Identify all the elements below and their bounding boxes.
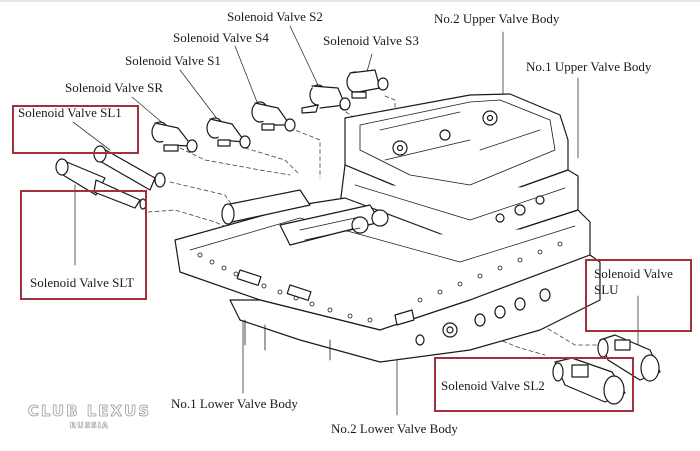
- label-no1-lower-valve-body: No.1 Lower Valve Body: [171, 396, 298, 411]
- label-solenoid-valve-s4: Solenoid Valve S4: [173, 30, 269, 45]
- label-no2-lower-valve-body: No.2 Lower Valve Body: [331, 421, 458, 436]
- label-no2-upper-valve-body: No.2 Upper Valve Body: [434, 11, 560, 26]
- label-solenoid-valve-sl2: Solenoid Valve SL2: [441, 378, 545, 393]
- highlight-box-slt: [20, 190, 147, 300]
- solenoid-slt-part: [55, 158, 147, 210]
- top-border: [0, 0, 700, 2]
- solenoid-sl1-part: [93, 145, 166, 191]
- watermark-title: CLUB LEXUS: [27, 402, 152, 421]
- label-solenoid-valve-sr: Solenoid Valve SR: [65, 80, 163, 95]
- label-solenoid-valve-s2: Solenoid Valve S2: [227, 9, 323, 24]
- club-lexus-watermark: CLUB LEXUS RUSSIA: [22, 402, 157, 431]
- solenoid-sr-part: [151, 121, 198, 153]
- label-solenoid-valve-s3: Solenoid Valve S3: [323, 33, 419, 48]
- label-solenoid-valve-slu-line2: SLU: [594, 282, 619, 297]
- solenoid-s3-part: [346, 69, 389, 99]
- watermark-subtitle: RUSSIA: [70, 421, 109, 431]
- no1-lower-valve-body: [174, 189, 591, 331]
- highlight-box-sl1: [12, 105, 139, 154]
- solenoid-sl2-part: [552, 357, 626, 405]
- solenoid-s1-part: [206, 117, 251, 149]
- solenoid-s2-part: [301, 84, 351, 114]
- label-no1-upper-valve-body: No.1 Upper Valve Body: [526, 59, 652, 74]
- highlight-box-sl2: [434, 357, 634, 412]
- no2-lower-valve-body: [229, 254, 601, 363]
- solenoid-s4-part: [251, 101, 296, 132]
- label-solenoid-valve-slu-line1: Solenoid Valve: [594, 266, 673, 281]
- label-solenoid-valve-slt: Solenoid Valve SLT: [30, 275, 135, 290]
- highlight-box-slu: [585, 259, 692, 332]
- label-solenoid-valve-s1: Solenoid Valve S1: [125, 53, 221, 68]
- label-solenoid-valve-sl1: Solenoid Valve SL1: [18, 105, 122, 120]
